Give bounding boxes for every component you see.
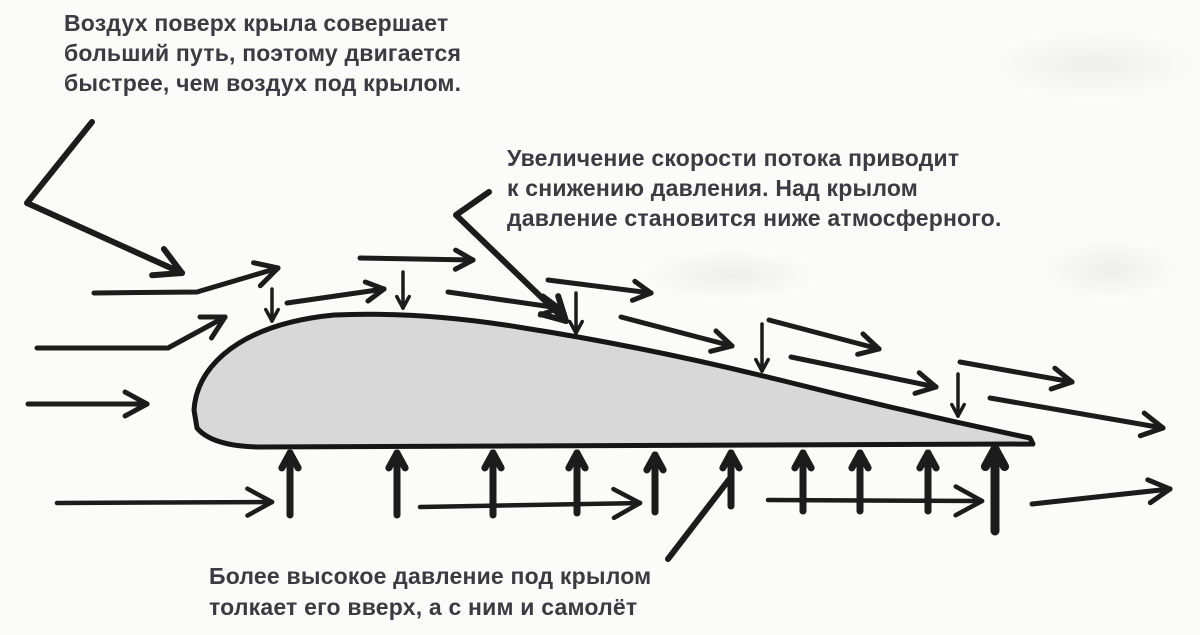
downdraft-arrow-3 (568, 291, 584, 335)
overwing-flow-arrow-5 (618, 314, 735, 354)
underwing-flow-arrow-3 (765, 484, 985, 518)
underwing-pressure-arrow-1 (278, 449, 302, 519)
downdraft-arrow-4 (754, 322, 770, 373)
downdraft-arrow-2 (395, 270, 411, 310)
note-text-line: Увеличение скорости потока приводит (507, 145, 960, 171)
text1-pointer-arrow (24, 119, 185, 279)
overwing-flow-arrow-7 (788, 354, 939, 396)
note-text-line: давление становится ниже атмосферного. (507, 205, 1002, 231)
underwing-flow-arrow-1 (54, 486, 275, 518)
inflow-top-arrow (91, 260, 281, 296)
airfoil-shape (191, 311, 1036, 450)
overwing-flow-arrow-8 (957, 359, 1075, 392)
underwing-pressure-arrow-6 (719, 449, 743, 510)
overwing-flow-arrow-6 (766, 317, 882, 357)
outflow-upper-arrow (987, 395, 1166, 439)
downdraft-arrow-5 (950, 372, 966, 418)
overwing-flow-arrow-4 (545, 277, 654, 303)
note-text-line: толкает его вверх, а с ним и самолёт (209, 594, 638, 620)
note-text-line: быстрее, чем воздух под крылом. (64, 70, 462, 96)
downdraft-arrow-1 (264, 287, 280, 323)
text3-pointer-line (665, 474, 734, 562)
note-text-line: больший путь, поэтому двигается (64, 40, 462, 66)
underwing-pressure-arrow-2 (385, 449, 409, 519)
inflow-bottom-arrow (25, 389, 150, 419)
note-text-line: Воздух поверх крыла совершает (64, 10, 449, 36)
note-text-line: к снижению давления. Над крылом (507, 175, 919, 201)
overwing-flow-arrow-2 (357, 247, 476, 272)
overwing-flow-arrow-1 (284, 279, 387, 306)
overwing-flow-arrow-3 (445, 289, 562, 318)
arrow-layer (24, 119, 1173, 562)
outflow-lower-arrow (1029, 477, 1173, 507)
underwing-pressure-arrow-5 (643, 451, 667, 516)
note-upper-airflow: Воздух поверх крыла совершает больший пу… (64, 8, 461, 98)
inflow-middle-arrow (34, 314, 228, 351)
underwing-flow-arrow-2 (417, 486, 643, 521)
note-text-line: Более высокое давление под крылом (209, 563, 652, 589)
underwing-pressure-arrow-10 (980, 444, 1010, 536)
note-pressure-drop: Увеличение скорости потока приводит к сн… (507, 143, 1002, 233)
note-high-pressure-below: Более высокое давление под крылом толкае… (209, 561, 651, 623)
